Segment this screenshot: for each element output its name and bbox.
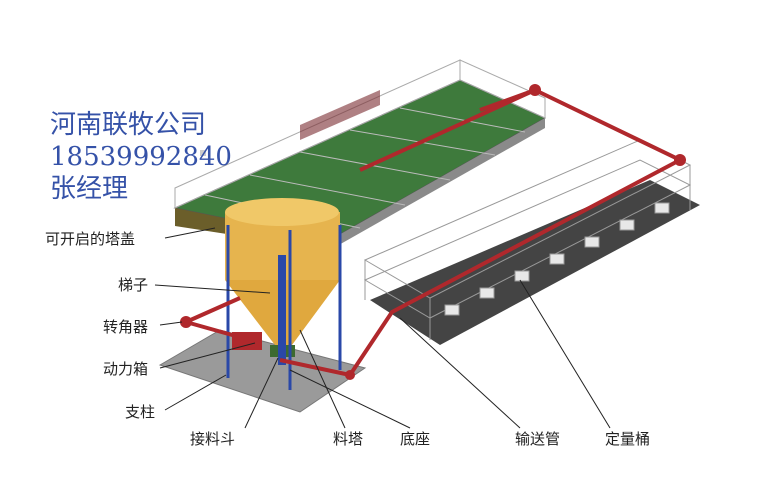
label-ladder: 梯子 xyxy=(118,276,149,294)
label-hopper: 接料斗 xyxy=(190,430,236,448)
label-corner: 转角器 xyxy=(103,318,149,336)
leader-lines xyxy=(154,227,611,429)
silo xyxy=(225,198,340,365)
label-power-box: 动力箱 xyxy=(103,360,149,378)
lower-pen xyxy=(363,139,700,345)
company-name: 河南联牧公司 xyxy=(50,110,207,140)
phone-number: 18539992840 xyxy=(50,142,232,172)
label-silo: 料塔 xyxy=(333,430,364,448)
label-doser: 定量桶 xyxy=(605,430,651,448)
contact-person: 张经理 xyxy=(50,174,129,204)
label-pipe: 输送管 xyxy=(515,430,561,448)
label-lid: 可开启的塔盖 xyxy=(45,230,136,248)
base-plate xyxy=(158,329,367,413)
label-base: 底座 xyxy=(400,430,431,448)
label-pillar: 支柱 xyxy=(125,403,156,421)
